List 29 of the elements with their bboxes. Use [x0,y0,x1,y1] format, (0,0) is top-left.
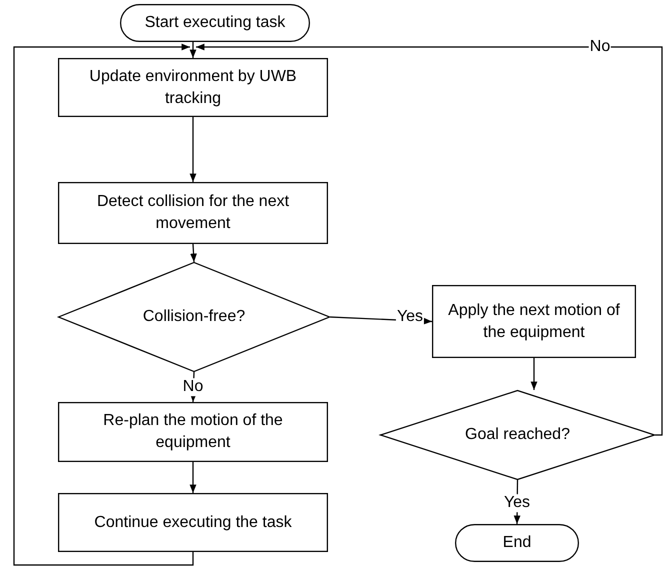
edge-label: Yes [502,494,532,512]
arrow [190,372,197,402]
process-box [58,58,328,117]
node-text: Goal reached? [465,425,570,446]
decision-diamond [380,390,655,480]
arrow [190,462,196,493]
decision-diamond [58,262,330,372]
process-box [58,402,328,462]
node-text: Detect collision for the next movement [96,192,290,234]
terminator-pill [120,4,310,42]
edge-label: Yes [396,308,424,326]
node-text: Continue executing the task [94,512,292,533]
node-text: End [502,533,532,554]
arrow [190,244,197,262]
node-text: Start executing task [144,13,286,34]
arrow [13,44,194,566]
arrow [190,117,196,182]
arrow [196,44,663,436]
process-box [58,493,328,552]
process-box [58,182,328,244]
node-text: Collision-free? [142,307,246,328]
edge-label: No [182,378,204,396]
terminator-pill [455,524,579,562]
node-text: Re-plan the motion of the equipment [102,411,284,453]
node-text: Apply the next motion of the equipment [447,300,621,342]
arrow [190,42,196,58]
arrow [530,358,538,390]
process-box [432,285,636,358]
node-text: Update environment by UWB tracking [88,66,298,108]
